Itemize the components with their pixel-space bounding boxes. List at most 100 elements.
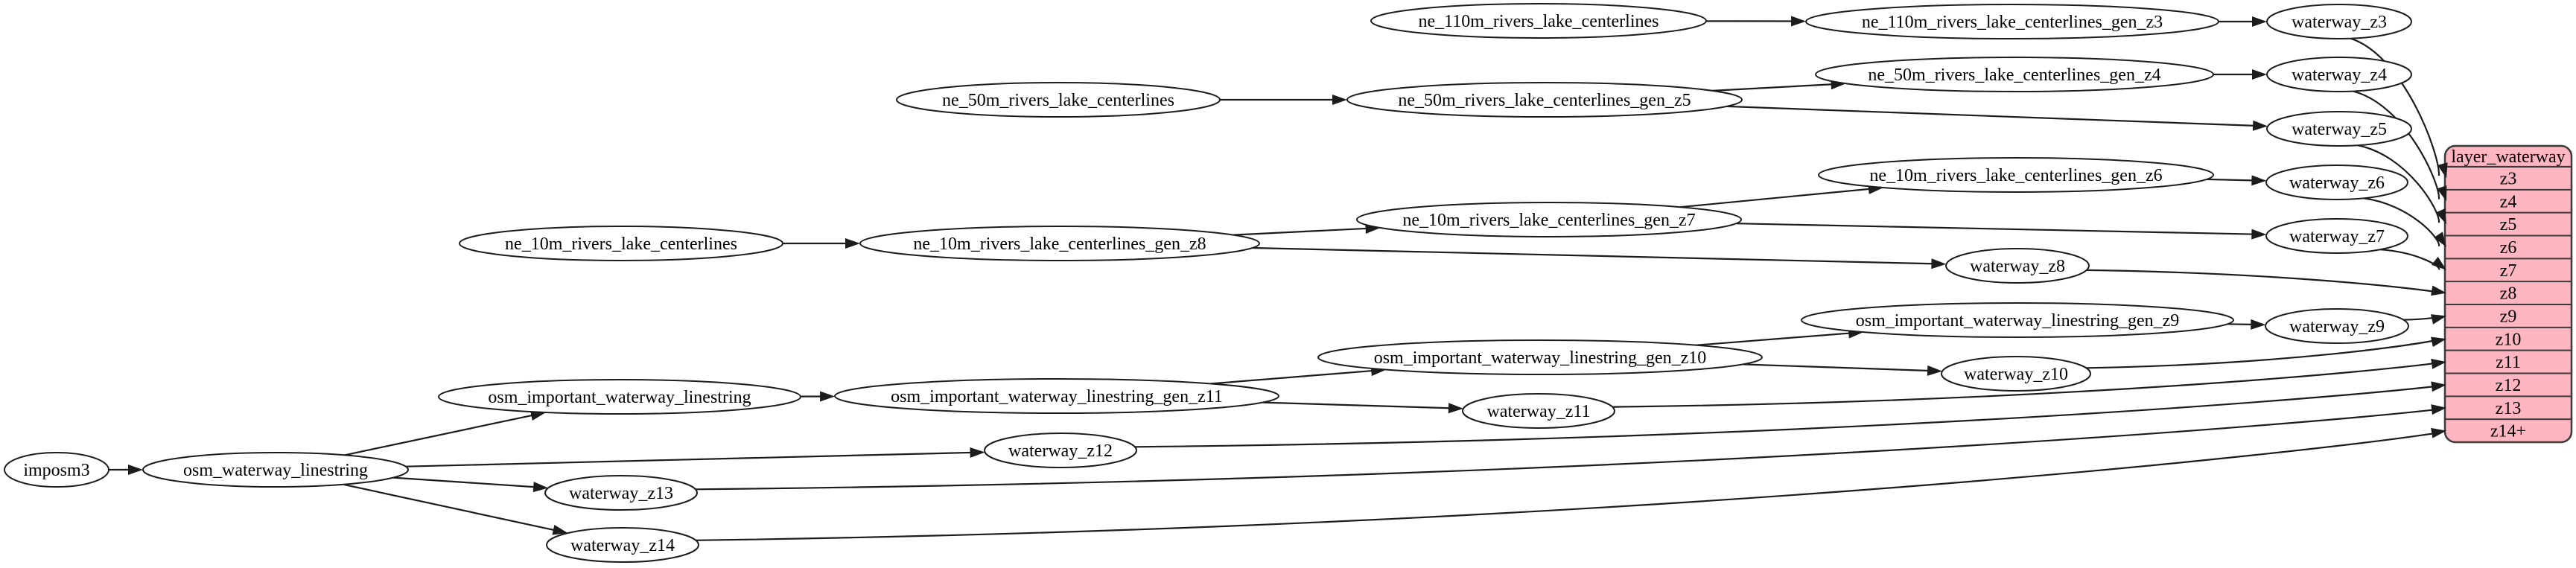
node-label: waterway_z13 (569, 484, 673, 503)
record-row-z11: z11 (2496, 353, 2521, 372)
node-ellipse (1805, 4, 2219, 39)
arrowhead (1332, 95, 1347, 105)
edge-line (1726, 105, 2258, 127)
arrowhead (2431, 404, 2446, 415)
node-osm_important_waterway_linestring_gen_z10: osm_important_waterway_linestring_gen_z1… (1317, 339, 1763, 375)
arrowhead (970, 447, 985, 458)
node-ellipse (2265, 218, 2408, 254)
arrowhead (2435, 208, 2446, 225)
edge-line (2363, 197, 2440, 246)
node-ellipse (1945, 248, 2090, 284)
edge-waterway_z8-to-layer_waterway-z8 (2086, 269, 2446, 296)
edge-line (1743, 363, 1933, 372)
edge-line (695, 408, 2440, 491)
arrowhead (2431, 256, 2446, 270)
node-label: waterway_z4 (2292, 66, 2387, 85)
node-ellipse (1815, 57, 2214, 92)
edge-line (2353, 90, 2440, 200)
edge-ne_110m_rivers_lake_centerlines_gen_z3-to-waterway_z3 (2219, 16, 2267, 27)
node-ellipse (2266, 111, 2412, 147)
node-ne_10m_rivers_lake_centerlines_gen_z8: ne_10m_rivers_lake_centerlines_gen_z8 (859, 226, 1260, 261)
edge-waterway_z6-to-layer_waterway-z6 (2363, 197, 2446, 247)
edge-waterway_z12-to-layer_waterway-z12 (1134, 381, 2446, 448)
node-ellipse (2265, 308, 2409, 344)
node-ne_110m_rivers_lake_centerlines: ne_110m_rivers_lake_centerlines (1370, 3, 1707, 39)
edge-line (2350, 37, 2440, 176)
node-waterway_z10: waterway_z10 (1941, 356, 2091, 392)
edge-waterway_z10-to-layer_waterway-z10 (2086, 336, 2446, 369)
edge-ne_10m_rivers_lake_centerlines_gen_z7-to-waterway_z7 (1736, 223, 2267, 240)
node-imposm3: imposm3 (4, 452, 109, 488)
arrowhead (2430, 336, 2446, 348)
node-label: waterway_z11 (1486, 402, 1590, 421)
node-label: ne_10m_rivers_lake_centerlines_gen_z7 (1402, 211, 1695, 230)
arrowhead (1927, 365, 1943, 376)
node-waterway_z6: waterway_z6 (2265, 165, 2408, 200)
edge-line (344, 413, 536, 456)
node-ellipse (2266, 4, 2412, 39)
node-label: waterway_z7 (2289, 227, 2385, 246)
arrowhead (2252, 16, 2267, 27)
node-waterway_z7: waterway_z7 (2265, 218, 2408, 254)
node-waterway_z8: waterway_z8 (1945, 248, 2090, 284)
edge-line (2379, 249, 2440, 271)
edge-line (405, 451, 975, 468)
edge-ne_50m_rivers_lake_centerlines_gen_z4-to-waterway_z4 (2213, 69, 2267, 80)
edge-line (1712, 83, 1836, 92)
node-ellipse (834, 378, 1279, 414)
record-row-z7: z7 (2500, 261, 2517, 281)
node-label: ne_10m_rivers_lake_centerlines (505, 234, 737, 254)
record-row-z10: z10 (2496, 330, 2522, 349)
node-label: waterway_z12 (1008, 441, 1113, 461)
arrowhead (2252, 120, 2268, 131)
node-osm_important_waterway_linestring_gen_z9: osm_important_waterway_linestring_gen_z9 (1801, 302, 2234, 338)
node-ellipse (546, 527, 699, 563)
node-ellipse (1818, 157, 2214, 193)
edge-line (1134, 385, 2440, 448)
node-ellipse (2265, 165, 2408, 200)
record-row-z12: z12 (2496, 376, 2522, 395)
node-label: ne_50m_rivers_lake_centerlines_gen_z4 (1868, 66, 2160, 85)
edge-osm_waterway_linestring-to-waterway_z14 (343, 483, 568, 535)
arrowhead (532, 482, 549, 493)
edge-line (1679, 188, 1874, 208)
node-ellipse (1370, 3, 1707, 39)
node-ne_50m_rivers_lake_centerlines_gen_z5: ne_50m_rivers_lake_centerlines_gen_z5 (1346, 82, 1743, 118)
node-ne_50m_rivers_lake_centerlines: ne_50m_rivers_lake_centerlines (896, 82, 1221, 118)
arrowhead (820, 391, 836, 402)
node-waterway_z11: waterway_z11 (1462, 393, 1615, 429)
record-row-z5: z5 (2500, 215, 2517, 234)
edge-imposm3-to-osm_waterway_linestring (109, 465, 143, 475)
node-waterway_z12: waterway_z12 (984, 433, 1137, 468)
node-waterway_z13: waterway_z13 (544, 475, 698, 511)
node-ellipse (438, 379, 801, 415)
edge-waterway_z3-to-layer_waterway-z3 (2350, 37, 2448, 179)
record-title: layer_waterway (2451, 147, 2565, 167)
edge-line (2206, 178, 2257, 182)
node-label: osm_important_waterway_linestring (488, 388, 751, 407)
node-label: waterway_z14 (570, 536, 675, 555)
edge-line (1612, 362, 2440, 408)
node-label: ne_110m_rivers_lake_centerlines_gen_z3 (1862, 13, 2163, 32)
edge-line (1210, 369, 1376, 385)
node-label: ne_110m_rivers_lake_centerlines (1419, 12, 1659, 31)
node-ellipse (2266, 57, 2412, 92)
edge-ne_10m_rivers_lake_centerlines_gen_z7-to-ne_10m_rivers_lake_centerlines_gen_z6 (1679, 183, 1883, 208)
node-waterway_z4: waterway_z4 (2266, 57, 2412, 92)
node-waterway_z9: waterway_z9 (2265, 308, 2409, 344)
edge-line (2086, 269, 2440, 294)
arrowhead (1931, 258, 1947, 269)
node-ellipse (459, 226, 783, 261)
node-label: waterway_z10 (1964, 365, 2068, 384)
node-ellipse (1801, 302, 2234, 338)
edge-line (1696, 332, 1854, 346)
node-ellipse (1346, 82, 1743, 118)
node-label: waterway_z9 (2289, 317, 2385, 336)
node-label: waterway_z6 (2289, 173, 2385, 193)
edge-ne_50m_rivers_lake_centerlines_gen_z5-to-waterway_z5 (1726, 105, 2268, 131)
node-label: osm_important_waterway_linestring_gen_z9 (1856, 311, 2180, 331)
arrowhead (2434, 232, 2446, 247)
node-ellipse (1317, 339, 1763, 375)
